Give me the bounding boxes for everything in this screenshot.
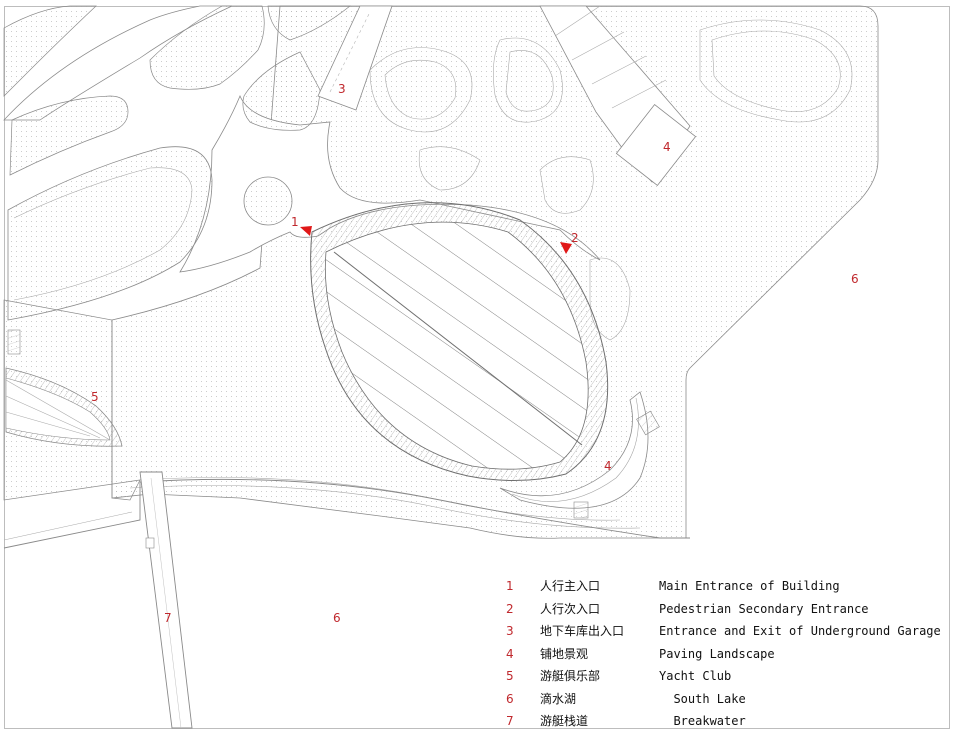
legend-item-7: 7 游艇栈道 Breakwater <box>506 711 946 734</box>
legend-item-4: 4 铺地景观 Paving Landscape <box>506 644 946 667</box>
label-paving-north: 4 <box>663 140 671 154</box>
label-secondary-entrance: 2 <box>571 231 579 245</box>
legend-item-2: 2 人行次入口 Pedestrian Secondary Entrance <box>506 599 946 622</box>
legend-english-label: Breakwater <box>659 714 746 728</box>
label-lake-east: 6 <box>851 272 859 286</box>
legend-number: 2 <box>506 601 514 616</box>
legend-number: 5 <box>506 669 514 683</box>
legend-chinese-label: 游艇栈道 <box>540 714 589 728</box>
label-breakwater: 7 <box>164 611 172 625</box>
legend-number: 6 <box>506 691 514 706</box>
legend-english-label: South Lake <box>659 691 746 706</box>
legend-english-label: Yacht Club <box>659 669 732 683</box>
legend-item-1: 1 人行主入口 Main Entrance of Building <box>506 576 946 599</box>
main-entrance-arrow <box>300 226 312 236</box>
legend: 1 人行主入口 Main Entrance of Building 2 人行次入… <box>506 576 946 734</box>
leaf-building <box>310 202 609 481</box>
garage-ramp <box>317 5 393 111</box>
yacht-club <box>5 329 123 447</box>
legend-english-label: Paving Landscape <box>659 646 775 661</box>
label-main-entrance: 1 <box>291 215 299 229</box>
label-lake-south: 6 <box>333 611 341 625</box>
legend-number: 7 <box>506 714 514 728</box>
legend-english-label: Main Entrance of Building <box>659 579 840 593</box>
legend-chinese-label: 人行次入口 <box>540 601 601 616</box>
legend-chinese-label: 游艇俱乐部 <box>540 669 601 683</box>
central-plaza <box>179 94 601 273</box>
legend-chinese-label: 铺地景观 <box>540 646 589 661</box>
legend-item-3: 3 地下车库出入口 Entrance and Exit of Undergrou… <box>506 621 946 644</box>
legend-item-5: 5 游艇俱乐部 Yacht Club <box>506 666 946 689</box>
secondary-entrance-arrow <box>560 242 572 254</box>
label-garage-entrance: 3 <box>338 82 346 96</box>
label-paving-south: 4 <box>604 459 612 473</box>
legend-number: 1 <box>506 579 514 593</box>
breakwater-pier <box>139 471 193 729</box>
legend-chinese-label: 地下车库出入口 <box>540 624 625 638</box>
label-yacht-club: 5 <box>91 390 99 404</box>
legend-chinese-label: 滴水湖 <box>540 691 577 706</box>
legend-english-label: Entrance and Exit of Underground Garage <box>659 624 941 638</box>
roundabout <box>243 176 293 226</box>
legend-number: 4 <box>506 646 514 661</box>
terrace-south <box>499 391 649 509</box>
legend-english-label: Pedestrian Secondary Entrance <box>659 601 869 616</box>
legend-item-6: 6 滴水湖 South Lake <box>506 689 946 712</box>
legend-chinese-label: 人行主入口 <box>540 579 601 593</box>
legend-number: 3 <box>506 624 514 638</box>
